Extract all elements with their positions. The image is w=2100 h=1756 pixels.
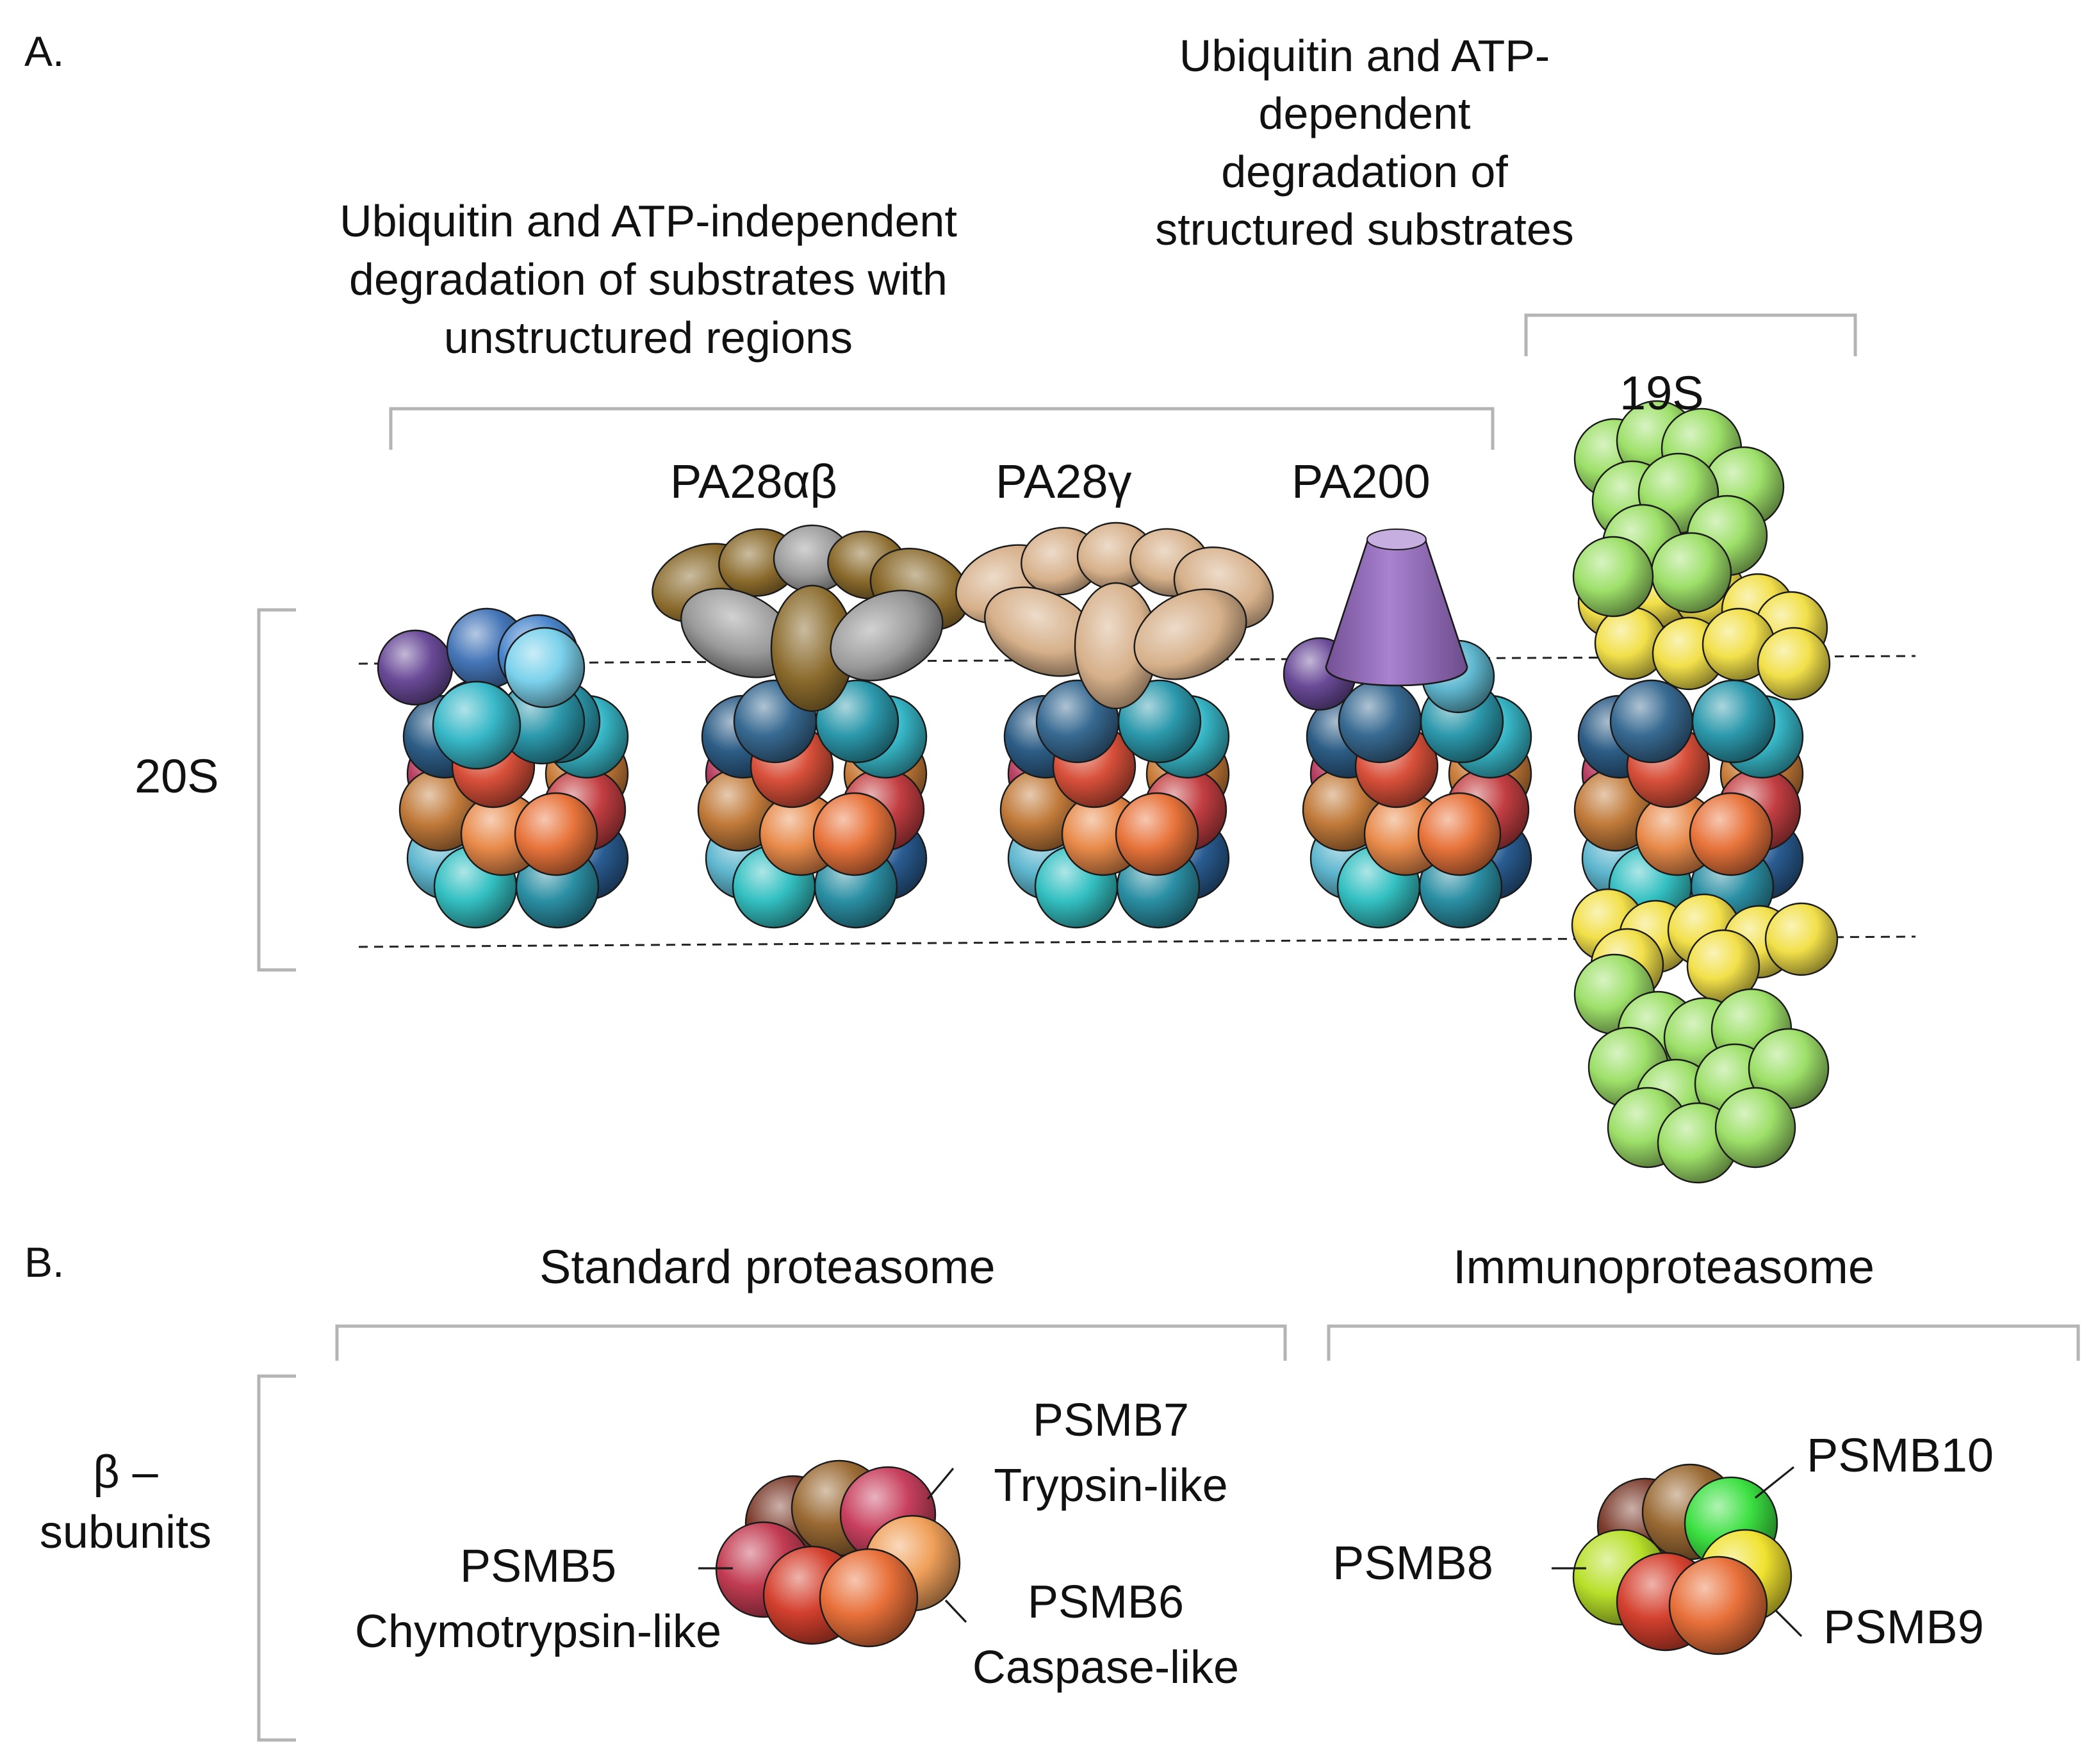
cap-19s-proteasome [1571,400,1839,1184]
cap-19s-lid-sphere [1650,532,1732,614]
immuno-beta-ring [1572,1463,1792,1655]
independent-header-line-2: degradation of substrates with [349,254,947,304]
cap-19s-lid-sphere [1714,1087,1796,1169]
immunoproteasome-header: Immunoproteasome [1453,1240,1875,1293]
psmb7-activity: Trypsin-like [994,1460,1228,1512]
psmb9-label: PSMB9 [1823,1600,1984,1653]
proteasome-particles [377,400,1839,1184]
independent-header-line-3: unstructured regions [443,313,853,363]
subunit-sphere [514,792,598,876]
subunit-sphere [1689,792,1773,876]
leader-psmb9 [1775,1609,1803,1637]
alpha-sphere [504,627,586,709]
cap-19s-lid-sphere [1572,536,1654,618]
beta-subunits-label-line-1: β – [93,1447,158,1498]
subunit-sphere [1609,679,1694,764]
leader-lines [698,1466,1803,1637]
cap-19s-base-sphere [1757,627,1831,701]
subunit-sphere [815,679,899,764]
leader-psmb10 [1755,1466,1794,1499]
cap-19s-label: 19S [1620,366,1704,420]
pa28ab-label: PA28αβ [670,455,837,508]
dependent-header-line-1: Ubiquitin and ATP- [1179,31,1550,81]
cap-19s-base-sphere [1764,902,1839,976]
panel-b-label: B. [24,1238,65,1286]
beta-subunit-rings [715,1459,1792,1655]
psmb10-label: PSMB10 [1807,1429,1994,1482]
psmb8-label: PSMB8 [1333,1536,1493,1589]
psmb6-name: PSMB6 [1027,1577,1185,1628]
pa200-proteasome [1283,529,1532,929]
dependent-header-line-2: dependent [1258,88,1471,139]
brackets [257,313,2080,1742]
bracket-independent [389,407,1495,450]
alpha-sphere [432,680,521,770]
dependent-header-line-3: degradation of [1221,146,1508,197]
bracket-immuno [1327,1324,2080,1361]
pa28g-proteasome [955,521,1274,929]
beta-sphere [1668,1555,1768,1655]
bracket-standard [335,1324,1287,1361]
independent-header: Ubiquitin and ATP-independent degradatio… [296,192,1001,367]
independent-header-line-1: Ubiquitin and ATP-independent [340,196,957,246]
core-20s-label: 20S [135,750,219,803]
subunit-sphere [1117,679,1202,764]
psmb5-label: PSMB5 Chymotrypsin-like [308,1534,769,1664]
core-20s-particle [377,607,629,929]
panel-a-label: A. [24,28,65,75]
pa200-cone [1325,531,1468,687]
subunit-sphere [812,792,897,876]
pa200-label: PA200 [1292,455,1431,508]
psmb6-activity: Caspase-like [972,1642,1240,1694]
leader-psmb6 [944,1599,967,1623]
standard-proteasome-header: Standard proteasome [539,1240,996,1293]
subunit-sphere [1115,792,1199,876]
leader-psmb7 [926,1467,955,1500]
psmb7-label: PSMB7 Trypsin-like [906,1388,1316,1518]
bracket-beta [257,1374,296,1742]
beta-sphere [819,1548,919,1648]
beta-subunits-label: β – subunits [0,1443,254,1563]
subunit-sphere [1691,679,1776,764]
pa28-petal [830,589,944,682]
pa200-cone-top [1366,529,1427,550]
dependent-header-line-4: structured substrates [1155,204,1574,254]
bracket-20s [257,608,296,972]
bracket-dependent [1524,313,1857,356]
dependent-header: Ubiquitin and ATP- dependent degradation… [1076,27,1653,258]
psmb5-name: PSMB5 [459,1541,617,1592]
pa28g-petal [1133,588,1247,680]
beta-subunits-label-line-2: subunits [39,1506,212,1558]
standard-beta-ring [715,1459,961,1648]
alpha-sphere [377,629,454,706]
subunit-sphere [1338,679,1422,764]
psmb6-label: PSMB6 Caspase-like [901,1570,1311,1700]
psmb7-name: PSMB7 [1032,1395,1190,1446]
pa28g-label: PA28γ [996,455,1132,508]
pa28ab-proteasome [652,524,971,929]
psmb5-activity: Chymotrypsin-like [354,1606,722,1658]
subunit-sphere [1417,792,1502,876]
